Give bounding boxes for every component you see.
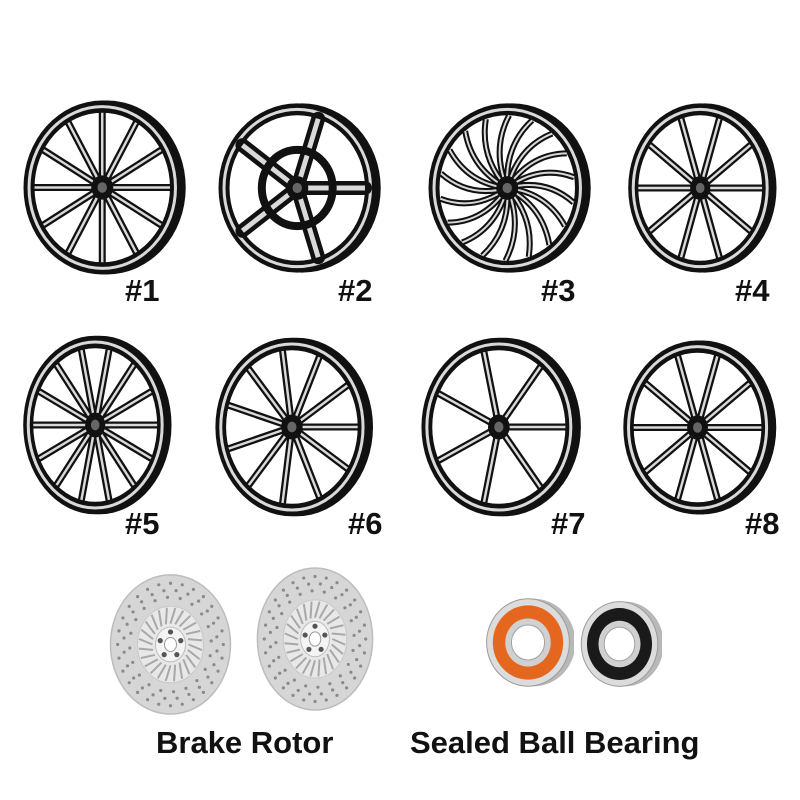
wheel-8-label: #8 xyxy=(745,506,780,541)
sealed-ball-bearing-caption: Sealed Ball Bearing xyxy=(410,725,700,760)
wheel-6 xyxy=(212,332,382,522)
wheel-2 xyxy=(215,98,390,278)
brake-rotor-1 xyxy=(108,572,233,722)
wheel-3-label: #3 xyxy=(541,273,576,308)
wheel-3 xyxy=(425,98,600,278)
wheel-5-label: #5 xyxy=(125,506,160,541)
wheel-5 xyxy=(20,330,180,520)
wheel-4 xyxy=(625,98,785,278)
sealed-ball-bearing-orange xyxy=(482,595,576,695)
wheel-2-label: #2 xyxy=(338,273,373,308)
wheel-1 xyxy=(20,95,195,280)
wheel-7 xyxy=(418,332,590,522)
wheel-7-label: #7 xyxy=(551,506,586,541)
brake-rotor-2 xyxy=(255,565,375,718)
sealed-ball-bearing-black xyxy=(577,598,664,695)
wheel-8 xyxy=(620,335,785,520)
brake-rotor-caption: Brake Rotor xyxy=(156,725,334,760)
wheel-1-label: #1 xyxy=(125,273,160,308)
wheel-4-label: #4 xyxy=(735,273,770,308)
wheel-6-label: #6 xyxy=(348,506,383,541)
